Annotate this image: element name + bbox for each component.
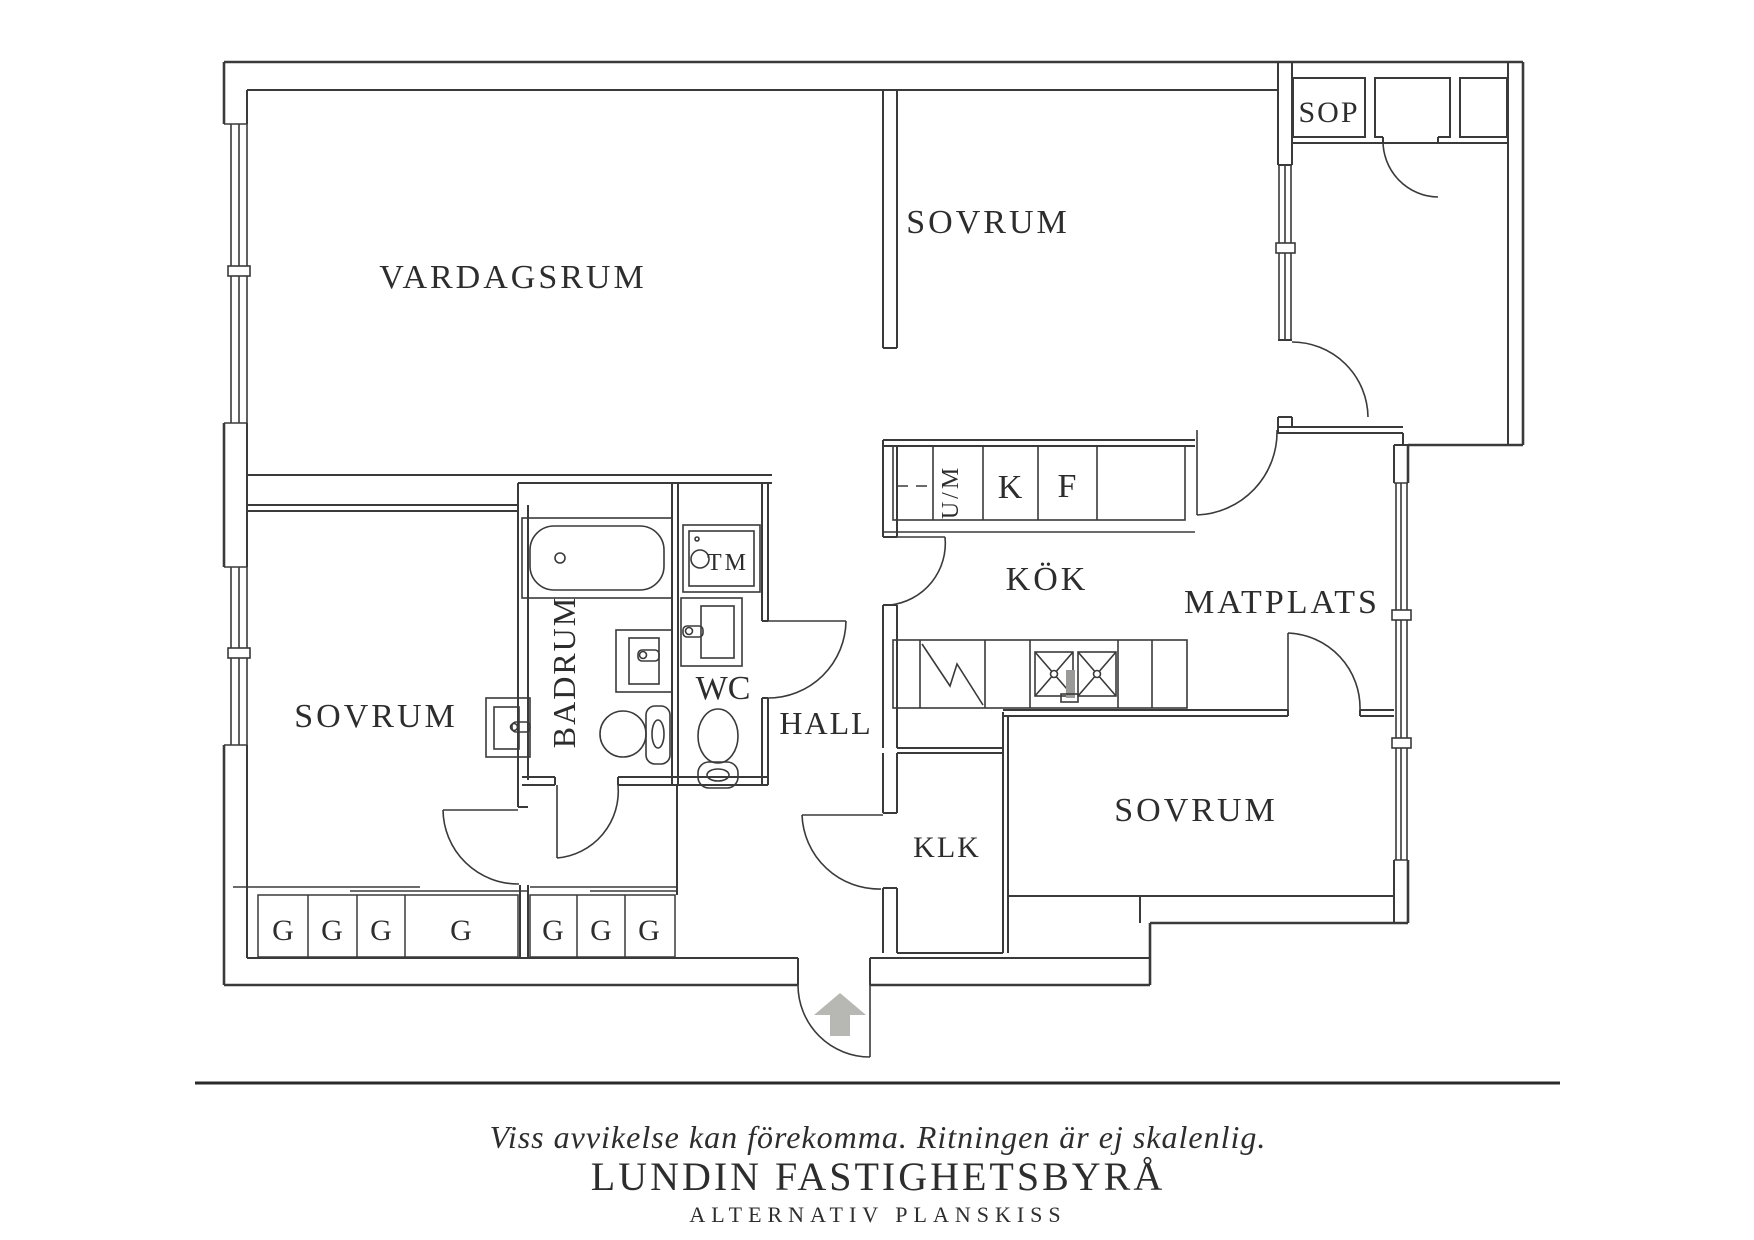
- label-badrum: BADRUM: [546, 596, 582, 748]
- footer-disclaimer: Viss avvikelse kan förekomma. Ritningen …: [490, 1119, 1267, 1155]
- window-vardagsrum: [224, 123, 251, 424]
- washing-machine-icon: [682, 524, 761, 593]
- label-sovrum-left: SOVRUM: [294, 698, 457, 735]
- wc-sink-icon: [680, 597, 743, 667]
- label-g5: G: [542, 914, 564, 947]
- sovrum-br-door: [1287, 632, 1361, 711]
- badrum-toilet-icon: [599, 705, 671, 765]
- sliding-rails: [233, 886, 677, 892]
- label-g1: G: [272, 914, 294, 947]
- dishwasher-icon: [921, 643, 984, 706]
- label-wc: WC: [696, 670, 751, 707]
- band-closet-2: [1459, 77, 1508, 138]
- kitchen-door: [889, 536, 947, 606]
- label-kok: KÖK: [1006, 561, 1089, 598]
- label-f: F: [1058, 468, 1077, 505]
- sovrum-top-door: [1291, 341, 1369, 418]
- window-sovrum-left: [224, 566, 251, 746]
- window-matplats: [1391, 482, 1412, 861]
- room-labels: VARDAGSRUM SOVRUM SOVRUM SOVRUM KÖK MATP…: [272, 96, 1380, 947]
- label-g2: G: [321, 914, 343, 947]
- kitchen-counter-bottom: [892, 639, 1188, 709]
- bathtub-icon: [521, 517, 673, 599]
- band-closet: [1374, 77, 1451, 143]
- wc-toilet-icon: [697, 708, 739, 789]
- label-hall: HALL: [779, 705, 872, 741]
- label-k: K: [998, 469, 1023, 506]
- badrum-door: [556, 784, 620, 859]
- label-um: U/M: [938, 465, 964, 519]
- windows: [224, 123, 1412, 861]
- label-g6: G: [590, 914, 612, 947]
- footer-block: Viss avvikelse kan förekomma. Ritningen …: [490, 1119, 1267, 1227]
- badrum-sink-right-icon: [615, 629, 673, 693]
- matplats-door: [1196, 429, 1278, 516]
- window-sovrum-top: [1275, 164, 1296, 341]
- label-vardagsrum: VARDAGSRUM: [379, 259, 646, 296]
- label-g7: G: [638, 914, 660, 947]
- footer-subtitle: ALTERNATIV PLANSKISS: [689, 1202, 1066, 1227]
- wc-door: [767, 620, 847, 699]
- doors: [442, 139, 1439, 1058]
- klk-door: [801, 814, 883, 890]
- wardrobes: [233, 886, 677, 958]
- badrum-sink-left-icon: [485, 697, 531, 758]
- label-matplats: MATPLATS: [1184, 584, 1380, 621]
- partition-walls: [247, 62, 1403, 985]
- label-sovrum-bottom: SOVRUM: [1114, 792, 1277, 829]
- sop-closet: [1292, 77, 1366, 138]
- sink-icon: [1034, 651, 1117, 703]
- footer-brand: LUNDIN FASTIGHETSBYRÅ: [591, 1154, 1165, 1199]
- outer-walls: [222, 60, 1525, 987]
- sovrum-left-door: [442, 809, 520, 885]
- label-tm: TM: [707, 550, 749, 576]
- entrance-door: [797, 984, 871, 1058]
- kitchen-cabinets-top: [883, 445, 1195, 533]
- label-sop: SOP: [1298, 96, 1359, 129]
- inner-walls: [246, 62, 1509, 959]
- band-closet-door: [1382, 139, 1439, 198]
- label-g4: G: [450, 914, 472, 947]
- bathroom-fixtures: [485, 517, 761, 789]
- label-klk: KLK: [913, 831, 981, 864]
- faucet-icon: [1066, 670, 1075, 698]
- label-sovrum-top: SOVRUM: [906, 204, 1069, 241]
- label-g3: G: [370, 914, 392, 947]
- entrance-arrow-icon: [814, 993, 866, 1036]
